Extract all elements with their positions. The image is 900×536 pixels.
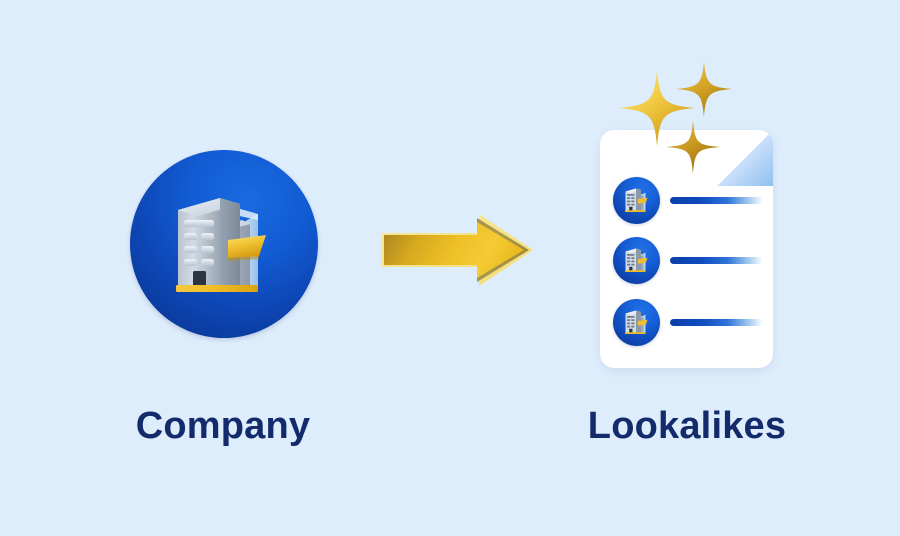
lookalikes-label: Lookalikes (587, 405, 787, 447)
list-item[interactable] (613, 176, 763, 224)
company-label: Company (135, 405, 311, 447)
sparkle-medium (676, 61, 732, 117)
right-arrow-icon (381, 214, 533, 286)
company-result-badge (613, 298, 660, 346)
list-item[interactable] (613, 236, 763, 284)
office-building-icon (624, 310, 647, 334)
result-line (670, 196, 763, 204)
list-item[interactable] (613, 298, 763, 346)
result-line (670, 318, 763, 326)
office-building-icon (176, 198, 266, 292)
company-result-badge (613, 236, 660, 284)
lookalike-result-list (600, 130, 773, 368)
company-result-badge (613, 176, 660, 224)
arrow-container (378, 210, 536, 290)
office-building-icon (624, 248, 647, 272)
document-corner-fold-icon (717, 130, 773, 186)
lookalikes-document-card (600, 130, 773, 368)
office-building-icon (624, 188, 647, 212)
company-badge (130, 150, 318, 338)
result-line (670, 256, 763, 264)
